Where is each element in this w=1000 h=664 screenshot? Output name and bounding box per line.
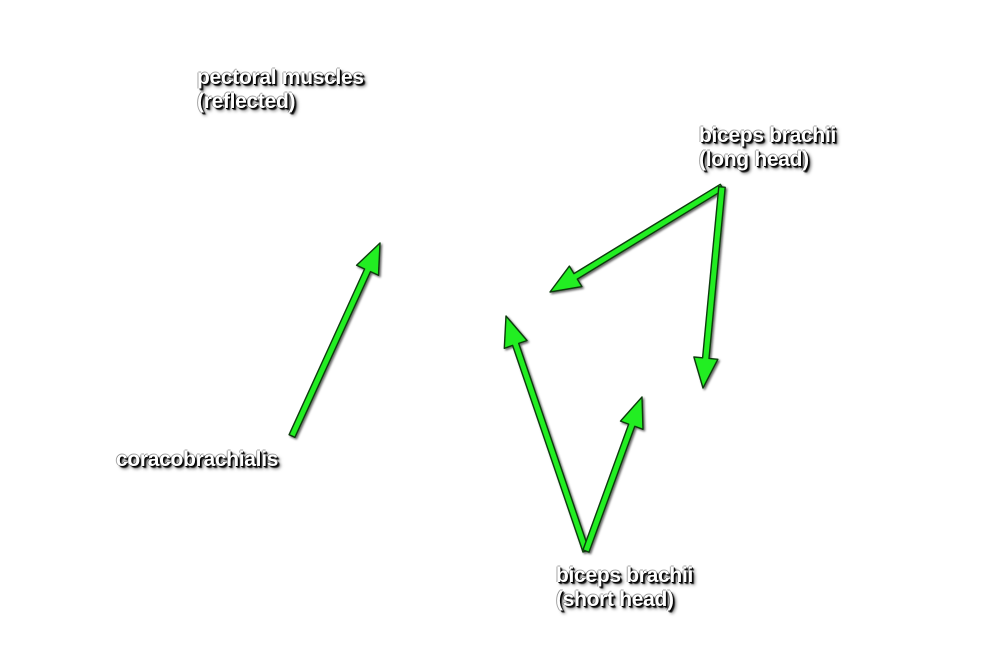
label-biceps-short-line2: (short head) [556,588,674,611]
arrow-biceps-long-1 [549,183,725,293]
label-pectoral-muscles: pectoral muscles (reflected) [197,66,364,114]
label-pectoral-line1: pectoral muscles [197,66,364,89]
label-biceps-long-line2: (long head) [699,148,809,171]
arrow-biceps-long-2 [693,185,726,389]
label-coracobrachialis: coracobrachialis [116,448,278,472]
label-biceps-short-line1: biceps brachii [556,564,694,587]
label-pectoral-line2: (reflected) [197,90,296,113]
label-biceps-short-head: biceps brachii (short head) [556,564,693,612]
label-biceps-long-line1: biceps brachii [699,124,837,147]
label-biceps-long-head: biceps brachii (long head) [699,124,836,172]
label-coraco-line1: coracobrachialis [116,448,279,471]
arrow-biceps-short-2 [582,396,644,553]
arrow-coracobrachialis [288,242,381,438]
arrow-biceps-short-1 [503,315,590,553]
